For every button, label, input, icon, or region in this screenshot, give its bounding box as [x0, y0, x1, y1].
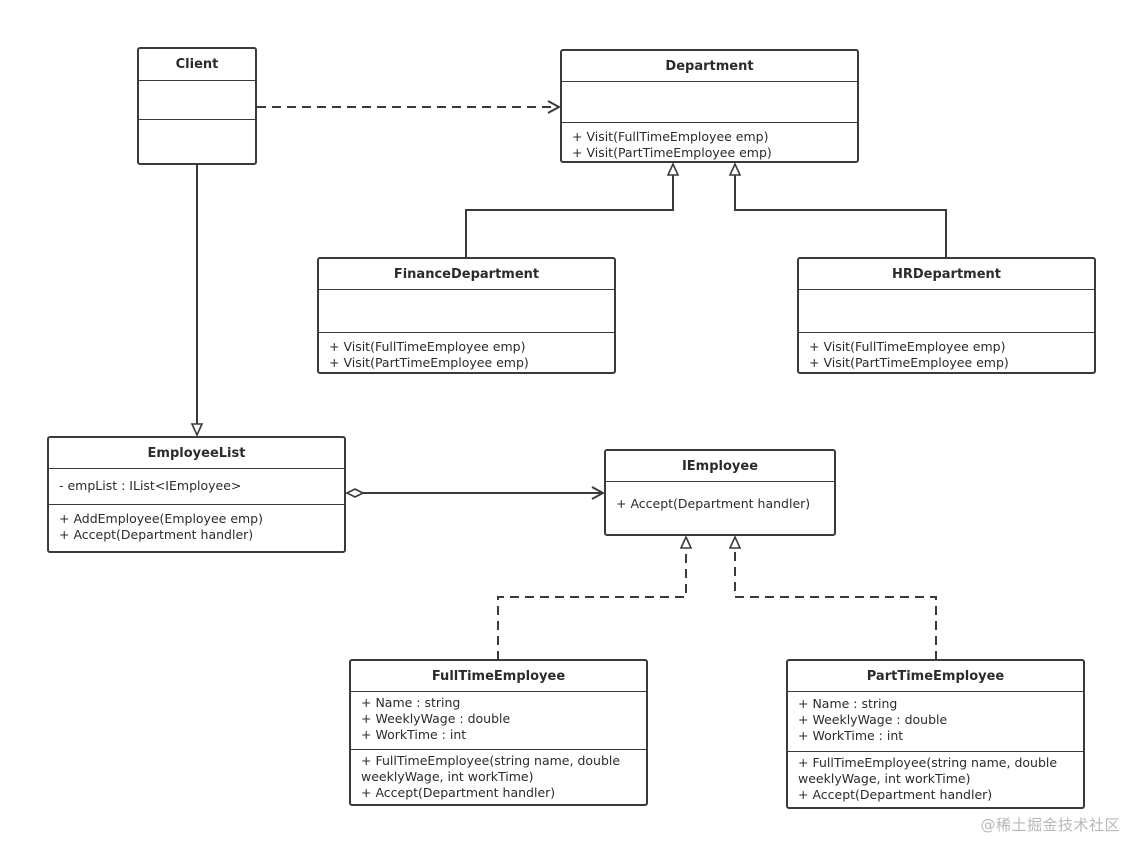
attribute: - empList : IList<IEmployee> — [59, 478, 242, 493]
method: + Visit(FullTimeEmployee emp) — [329, 339, 526, 354]
method: + Visit(FullTimeEmployee emp) — [809, 339, 1006, 354]
attributes-section — [799, 290, 1094, 333]
attribute: + WorkTime : int — [361, 727, 467, 742]
attribute: + WeeklyWage : double — [798, 712, 948, 727]
method: + FullTimeEmployee(string name, double w… — [361, 753, 621, 784]
methods-section: + Visit(FullTimeEmployee emp) + Visit(Pa… — [562, 123, 857, 165]
class-name: FinanceDepartment — [319, 259, 614, 290]
class-name: Department — [562, 51, 857, 82]
attribute: + WeeklyWage : double — [361, 711, 511, 726]
method: + Visit(FullTimeEmployee emp) — [572, 129, 769, 144]
class-department[interactable]: Department + Visit(FullTimeEmployee emp)… — [560, 49, 859, 163]
attribute: + Name : string — [798, 696, 898, 711]
method: + Accept(Department handler) — [59, 527, 254, 542]
attribute: + Name : string — [361, 695, 461, 710]
generalization-finance-department — [465, 162, 680, 258]
class-name: FullTimeEmployee — [351, 661, 646, 692]
attributes-section: + Name : string + WeeklyWage : double + … — [788, 692, 1083, 752]
class-hr-department[interactable]: HRDepartment + Visit(FullTimeEmployee em… — [797, 257, 1096, 374]
methods-section: + Visit(FullTimeEmployee emp) + Visit(Pa… — [319, 333, 614, 375]
realization-fulltime-iemployee — [497, 535, 693, 660]
class-iemployee[interactable]: IEmployee + Accept(Department handler) — [604, 449, 836, 536]
methods-section: + Visit(FullTimeEmployee emp) + Visit(Pa… — [799, 333, 1094, 375]
class-employee-list[interactable]: EmployeeList - empList : IList<IEmployee… — [47, 436, 346, 553]
method: + Visit(PartTimeEmployee emp) — [329, 355, 529, 370]
class-name: Client — [139, 49, 255, 81]
methods-section: + FullTimeEmployee(string name, double w… — [788, 752, 1083, 807]
class-part-time-employee[interactable]: PartTimeEmployee + Name : string + Weekl… — [786, 659, 1085, 809]
method: + Visit(PartTimeEmployee emp) — [809, 355, 1009, 370]
attributes-section — [139, 81, 255, 120]
attributes-section: - empList : IList<IEmployee> — [49, 469, 344, 505]
class-client[interactable]: Client — [137, 47, 257, 165]
watermark: @稀土掘金技术社区 — [980, 816, 1120, 834]
method: + Visit(PartTimeEmployee emp) — [572, 145, 772, 160]
methods-section: + AddEmployee(Employee emp) + Accept(Dep… — [49, 505, 344, 551]
class-full-time-employee[interactable]: FullTimeEmployee + Name : string + Weekl… — [349, 659, 648, 806]
class-finance-department[interactable]: FinanceDepartment + Visit(FullTimeEmploy… — [317, 257, 616, 374]
class-name: HRDepartment — [799, 259, 1094, 290]
method: + Accept(Department handler) — [361, 785, 556, 800]
methods-section: + FullTimeEmployee(string name, double w… — [351, 750, 646, 805]
class-name: IEmployee — [606, 451, 834, 482]
attributes-section — [319, 290, 614, 333]
attribute: + WorkTime : int — [798, 728, 904, 743]
method: + FullTimeEmployee(string name, double w… — [798, 755, 1058, 786]
attributes-section: + Name : string + WeeklyWage : double + … — [351, 692, 646, 750]
methods-section — [139, 120, 255, 163]
method: + Accept(Department handler) — [798, 787, 993, 802]
class-name: EmployeeList — [49, 438, 344, 469]
method: + Accept(Department handler) — [616, 496, 811, 511]
class-name: PartTimeEmployee — [788, 661, 1083, 692]
generalization-hr-department — [728, 162, 947, 258]
realization-parttime-iemployee — [728, 535, 937, 660]
methods-section: + Accept(Department handler) — [606, 482, 834, 534]
method: + AddEmployee(Employee emp) — [59, 511, 263, 526]
attributes-section — [562, 82, 857, 123]
